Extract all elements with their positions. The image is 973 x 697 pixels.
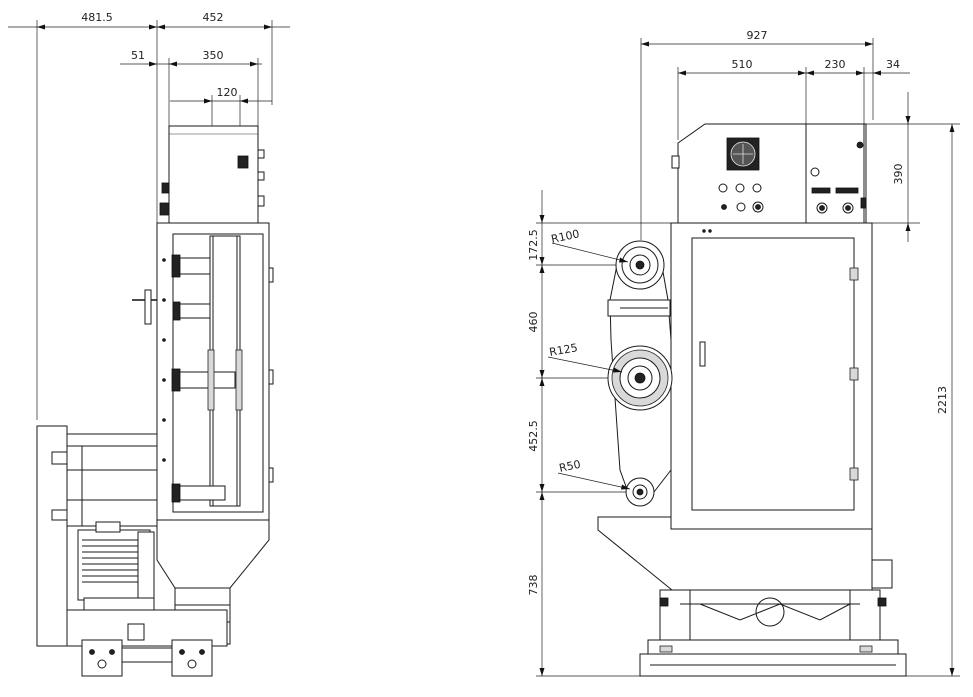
bottom-roller — [625, 477, 655, 507]
dim-120: 120 — [217, 86, 238, 99]
front-right-dimensions: 390 2213 — [866, 92, 960, 677]
side-main-housing — [132, 222, 274, 521]
top-roller — [615, 240, 665, 290]
front-left-dimensions: 172.5 460 452.5 738 — [527, 190, 672, 677]
middle-roller — [607, 345, 673, 411]
front-view: 927 510 230 34 390 2213 — [527, 29, 960, 677]
side-motor-frame — [36, 425, 228, 677]
front-top-dimensions: 927 510 230 34 — [640, 29, 910, 240]
radius-r125: R125 — [548, 341, 578, 359]
dim-927: 927 — [747, 29, 768, 42]
side-view: 481.5 452 51 350 120 — [8, 11, 290, 677]
dim-510: 510 — [732, 58, 753, 71]
dim-460: 460 — [527, 312, 540, 333]
dim-51: 51 — [131, 49, 145, 62]
side-control-box — [159, 125, 265, 224]
radius-r50: R50 — [558, 458, 582, 475]
dim-481-5: 481.5 — [81, 11, 113, 24]
dim-34: 34 — [886, 58, 900, 71]
dim-390: 390 — [892, 164, 905, 185]
dim-2213: 2213 — [936, 386, 949, 414]
dim-350: 350 — [203, 49, 224, 62]
dim-230: 230 — [825, 58, 846, 71]
dim-452-5: 452.5 — [527, 420, 540, 452]
radius-r100: R100 — [550, 227, 581, 246]
front-base — [597, 516, 907, 677]
motor-fins — [82, 539, 138, 583]
front-main-body — [670, 222, 873, 530]
dim-738: 738 — [527, 575, 540, 596]
front-upper-housing — [671, 123, 867, 224]
front-belt-rollers: R100 R125 R50 — [547, 227, 673, 507]
dim-172-5: 172.5 — [527, 229, 540, 261]
dim-452: 452 — [203, 11, 224, 24]
